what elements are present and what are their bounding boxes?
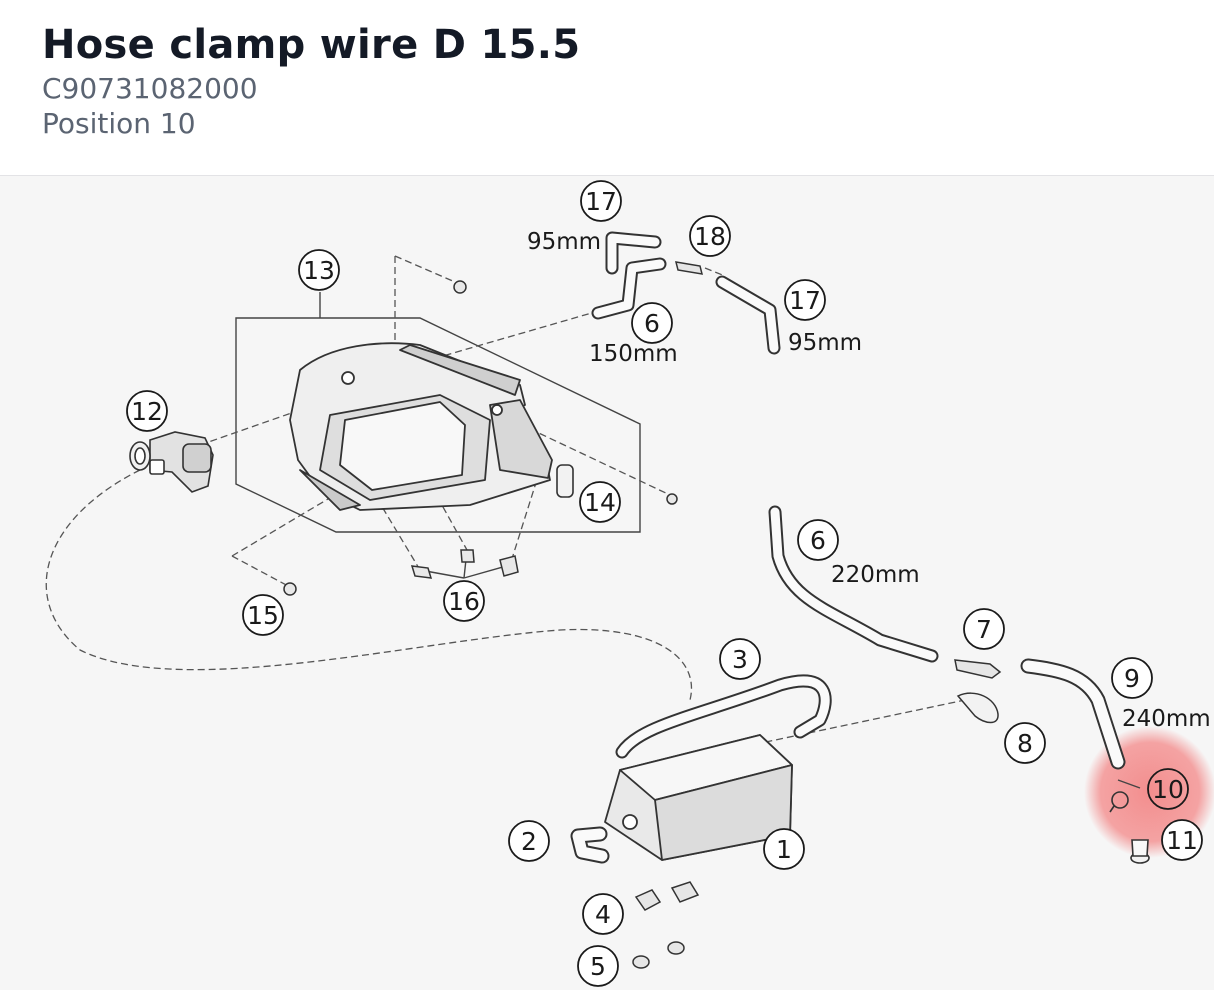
callout-circle-4 — [582, 893, 624, 935]
dimension-label: 95mm — [788, 330, 862, 356]
small-fittings — [674, 261, 1002, 724]
callout-circle-18 — [689, 215, 731, 257]
part-position: Position 10 — [42, 107, 196, 140]
callout-circle-8 — [1004, 722, 1046, 764]
callout-circle-14 — [579, 481, 621, 523]
callout-number-6: 6 — [644, 309, 660, 338]
part-1-canister — [604, 734, 793, 861]
callout-circle-15 — [242, 594, 284, 636]
part-12-valve — [129, 431, 214, 493]
callout-number-3: 3 — [732, 645, 748, 674]
callout-number-9: 9 — [1124, 664, 1140, 693]
fasteners — [283, 280, 678, 596]
part-header: Hose clamp wire D 15.5 C90731082000 Posi… — [0, 0, 1214, 176]
dimension-label-group: 95mm 95mm 150mm 220mm 240mm — [527, 229, 1211, 732]
callout-number-16: 16 — [448, 587, 480, 616]
callout-circle-6 — [631, 302, 673, 344]
callout-circle-3 — [719, 638, 761, 680]
callout-number-18: 18 — [694, 222, 726, 251]
callout-circle-6 — [797, 519, 839, 561]
callout-circle-17 — [784, 279, 826, 321]
hoses — [570, 231, 1126, 864]
callout-circle-2 — [508, 820, 550, 862]
dimension-label: 240mm — [1122, 706, 1211, 732]
callout-number-17: 17 — [585, 187, 617, 216]
parts-4-5-clips — [632, 881, 700, 969]
callout-number-7: 7 — [976, 615, 992, 644]
callout-number-4: 4 — [595, 900, 611, 929]
callout-circle-10 — [1147, 768, 1189, 810]
callout-number-10: 10 — [1152, 775, 1184, 804]
callout-number-1: 1 — [776, 835, 792, 864]
callout-number-8: 8 — [1017, 729, 1033, 758]
parts-10-11 — [1109, 791, 1150, 864]
part-number: C90731082000 — [42, 72, 258, 105]
callout-circle-7 — [963, 608, 1005, 650]
callout-circle-16 — [443, 580, 485, 622]
callout-number-15: 15 — [247, 601, 279, 630]
dimension-label: 95mm — [527, 229, 601, 255]
callout-number-11: 11 — [1166, 826, 1198, 855]
part-13-bracket — [289, 342, 553, 511]
callout-number-17: 17 — [789, 286, 821, 315]
callout-circle-13 — [298, 249, 340, 291]
dimension-label: 150mm — [589, 341, 678, 367]
callout-circle-1 — [763, 828, 805, 870]
dimension-label: 220mm — [831, 562, 920, 588]
callout-number-5: 5 — [590, 952, 606, 981]
callout-number-13: 13 — [303, 256, 335, 285]
callout-circle-17 — [580, 180, 622, 222]
callout-number-14: 14 — [584, 488, 616, 517]
callout-number-2: 2 — [521, 827, 537, 856]
part-14-grommet — [556, 464, 574, 498]
callout-circle-9 — [1111, 657, 1153, 699]
callout-circle-5 — [577, 945, 619, 987]
callout-number-12: 12 — [131, 397, 163, 426]
callout-circle-11 — [1161, 819, 1203, 861]
callout-circle-12 — [126, 390, 168, 432]
part-title: Hose clamp wire D 15.5 — [42, 22, 581, 68]
callout-number-6: 6 — [810, 526, 826, 555]
